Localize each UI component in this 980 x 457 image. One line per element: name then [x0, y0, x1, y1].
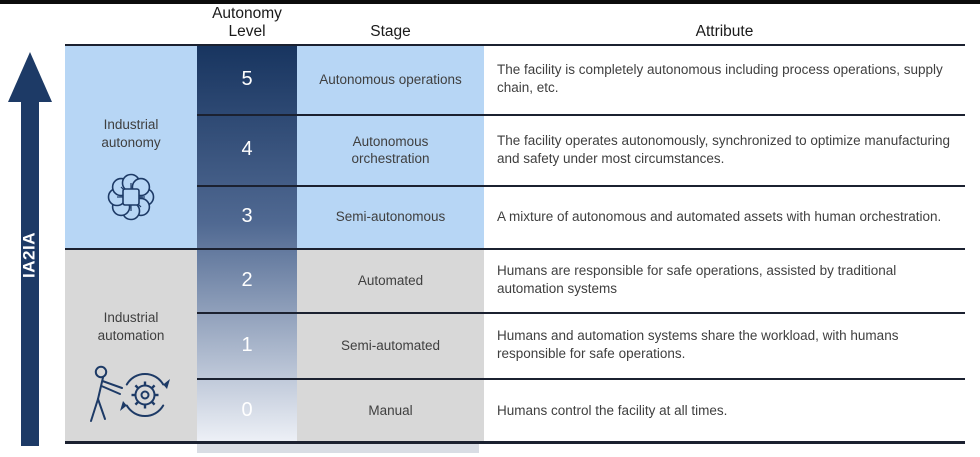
level-number-1: 1 [241, 334, 253, 356]
table-top-rule [65, 44, 965, 46]
stage-cell-semi-automated: Semi-automated [297, 312, 484, 378]
category-industrial-automation: Industrial automation [65, 248, 197, 443]
ai-brain-chip-icon [107, 173, 155, 221]
group-divider-autonomy-automation [65, 248, 965, 250]
category-industrial-autonomy: Industrial autonomy [65, 44, 197, 248]
attribute-cell-level-2: Humans are responsible for safe operatio… [484, 248, 965, 312]
level-number-3: 3 [241, 205, 253, 227]
level-number-2: 2 [241, 269, 253, 291]
stage-cell-semi-autonomous: Semi-autonomous [297, 185, 484, 248]
category-label-industrial-autonomy: Industrial autonomy [101, 117, 161, 150]
operator-gear-cycle-icon [90, 365, 170, 422]
category-label-industrial-automation: Industrial automation [97, 309, 165, 343]
autonomy-level-gradient-column [197, 44, 297, 443]
row-divider-2-1 [197, 312, 965, 314]
table-bottom-rule [65, 441, 965, 444]
attribute-cell-level-3: A mixture of autonomous and automated as… [484, 185, 965, 248]
row-divider-1-0 [197, 378, 965, 380]
column-header-autonomy-level: Autonomy Level [212, 5, 282, 40]
stage-cell-autonomous-operations: Autonomous operations [297, 44, 484, 114]
attribute-cell-level-4: The facility operates autonomously, sync… [484, 114, 965, 185]
column-header-stage: Stage [370, 23, 411, 40]
row-divider-5-4 [197, 114, 965, 116]
top-edge-strip [0, 0, 980, 4]
stage-cell-manual: Manual [297, 378, 484, 443]
ia2ia-upward-arrow: IA2IA [8, 52, 52, 446]
level-number-4: 4 [241, 138, 253, 160]
row-divider-4-3 [197, 185, 965, 187]
level-number-5: 5 [241, 68, 253, 90]
ia2ia-label: IA2IA [19, 232, 38, 278]
attribute-cell-level-0: Humans control the facility at all times… [484, 378, 965, 443]
stage-cell-automated: Automated [297, 248, 484, 312]
attribute-cell-level-1: Humans and automation systems share the … [484, 312, 965, 378]
column-header-attribute: Attribute [695, 23, 754, 40]
stage-cell-autonomous-orchestration: Autonomous orchestration [297, 114, 484, 185]
attribute-cell-level-5: The facility is completely autonomous in… [484, 44, 965, 114]
level-number-0: 0 [241, 399, 253, 421]
bottom-bleed-strip [197, 444, 479, 453]
